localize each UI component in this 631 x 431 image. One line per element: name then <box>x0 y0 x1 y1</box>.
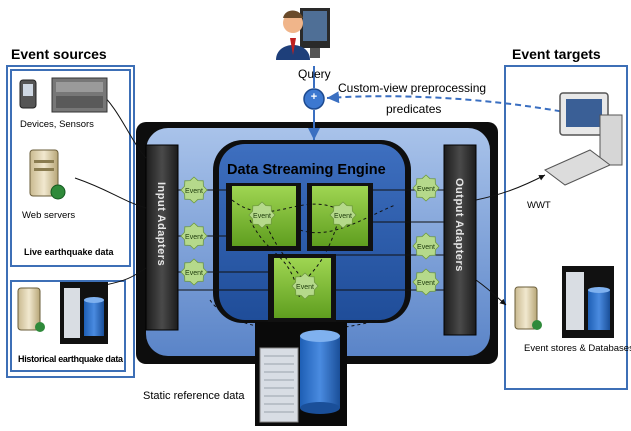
query-label: Query <box>298 67 331 81</box>
output-adapters-label: Output Adapters <box>453 178 465 272</box>
event-gear-label: Event <box>185 270 203 277</box>
event-gear-icon: Event <box>180 222 208 250</box>
web-servers-label: Web servers <box>22 210 76 221</box>
output-adapters-bar <box>443 144 477 336</box>
event-gear-label: Event <box>417 186 435 193</box>
event-gear-icon: Event <box>180 258 208 286</box>
store-server-icon <box>514 286 542 330</box>
event-gear-label: Event <box>185 234 203 241</box>
web-server-icon <box>29 149 66 200</box>
plus-symbol: + <box>310 91 318 103</box>
devices-label: Devices, Sensors <box>20 119 94 130</box>
dashed-internal-links <box>209 199 396 331</box>
static-reference-icon <box>255 322 347 426</box>
event-gear-icon: Event <box>412 268 440 296</box>
custom-view-dashed-arrow <box>326 91 591 118</box>
event-gear-icon: Event <box>412 174 440 202</box>
combine-node <box>303 88 325 110</box>
event-gear-label: Event <box>185 188 203 195</box>
event-gear-label: Event <box>334 213 352 220</box>
static-reference-label: Static reference data <box>143 390 245 402</box>
event-gear-label: Event <box>417 280 435 287</box>
event-sources-title: Event sources <box>11 46 107 62</box>
sensor-device-icon <box>51 77 108 113</box>
event-gear-label: Event <box>253 213 271 220</box>
event-stores-label: Event stores & Databases <box>524 343 631 354</box>
wwt-label: WWT <box>527 200 551 211</box>
mobile-device-icon <box>19 79 37 109</box>
person-at-computer-icon <box>276 8 330 60</box>
input-adapters-bar <box>145 144 179 331</box>
event-gear-icon: Event <box>248 201 276 229</box>
event-gear-label: Event <box>296 284 314 291</box>
live-data-label: Live earthquake data <box>24 247 114 257</box>
store-rack-icon <box>562 266 614 338</box>
desktop-computer-icon <box>544 92 623 186</box>
custom-view-label-line1: Custom-view preprocessing <box>338 81 487 95</box>
target-connectors <box>475 174 546 306</box>
event-gear-icon: Event <box>329 201 357 229</box>
historical-server-icon <box>17 287 45 332</box>
historical-rack-icon <box>60 282 108 344</box>
event-gear-icon: Event <box>180 176 208 204</box>
input-adapters-label: Input Adapters <box>155 182 167 267</box>
event-gear-icon: Event <box>291 272 319 300</box>
event-gear-icon: Event <box>412 232 440 260</box>
event-targets-title: Event targets <box>512 46 601 62</box>
engine-title: Data Streaming Engine <box>227 162 386 178</box>
event-gear-label: Event <box>417 244 435 251</box>
custom-view-label-line2: predicates <box>386 102 442 116</box>
historical-data-label: Historical earthquake data <box>18 354 123 364</box>
